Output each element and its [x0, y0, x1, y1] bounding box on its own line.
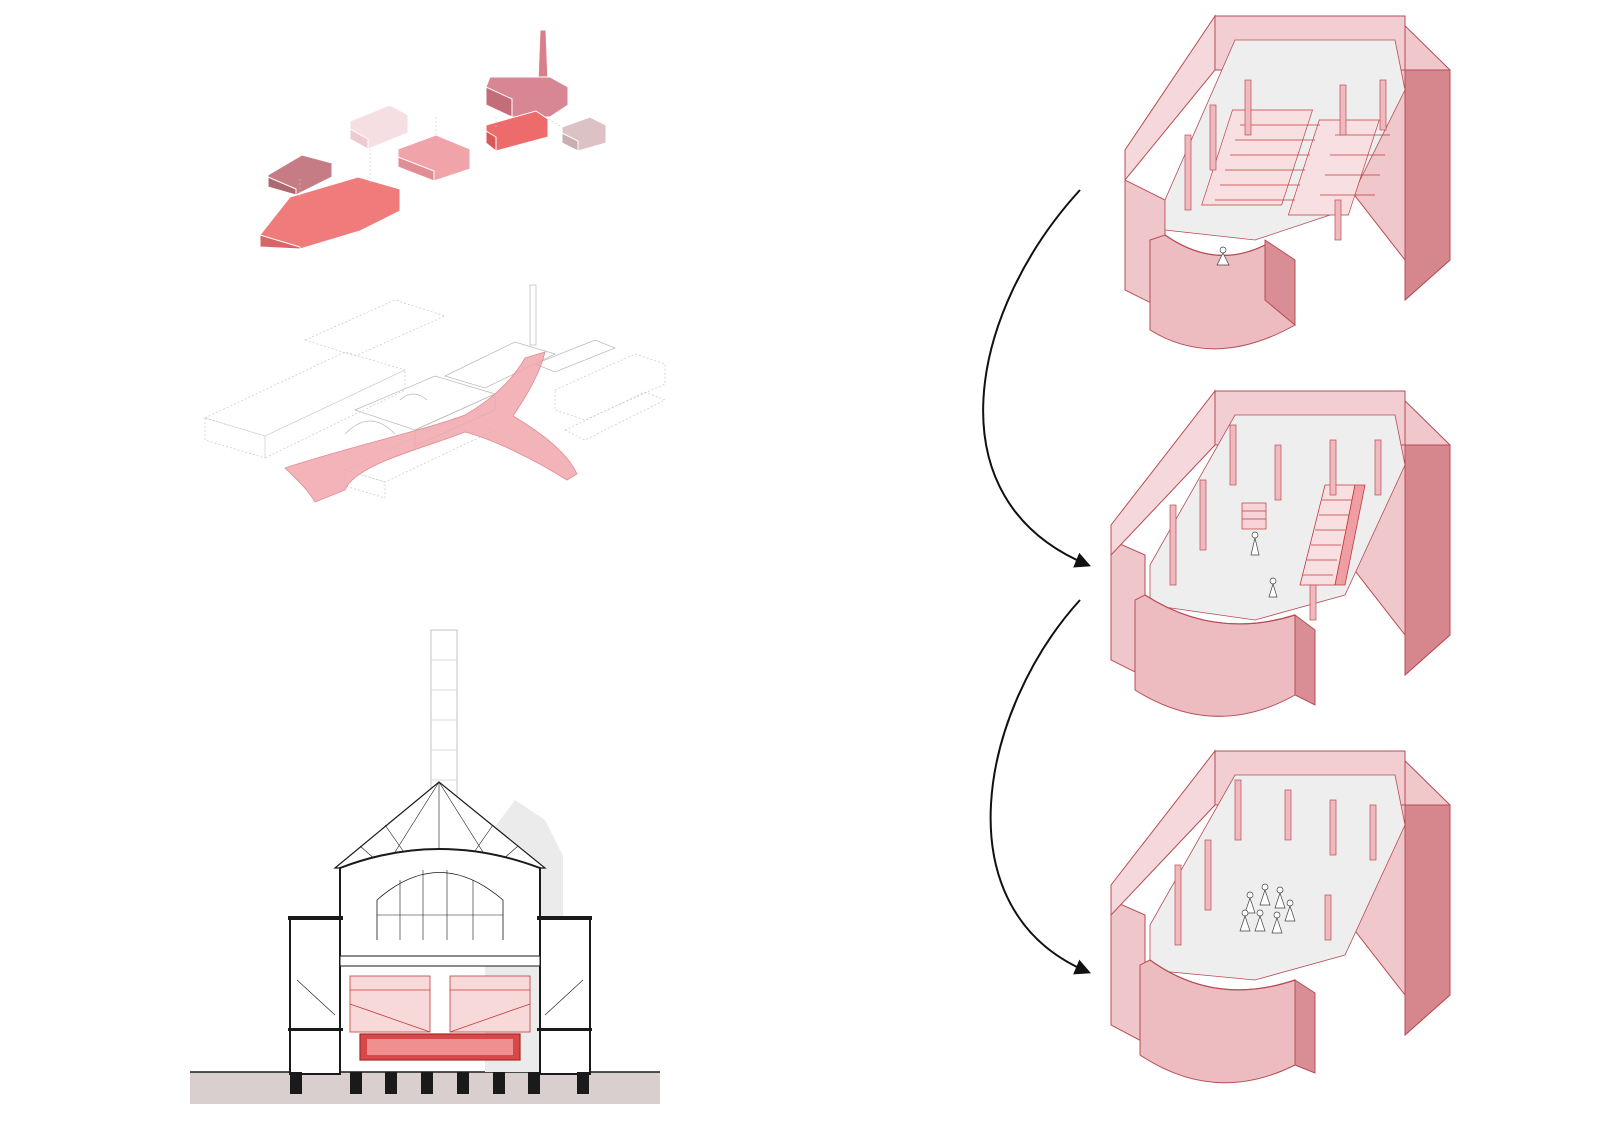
upper-hall	[339, 848, 541, 961]
volume-configuration-2	[1105, 385, 1465, 745]
right-aisle	[539, 917, 591, 1075]
arrow-2-to-3	[989, 599, 1091, 975]
performer-figure	[1216, 246, 1230, 266]
stacked-seat-block	[1241, 502, 1267, 530]
visitor-figures	[1250, 531, 1278, 598]
massing-axonometric	[250, 25, 610, 265]
site-axonometric	[195, 280, 675, 520]
volume-configuration-1	[1105, 10, 1465, 360]
volume-configuration-3	[1105, 745, 1465, 1105]
flow-arrows	[950, 170, 1110, 990]
auditorium-seating	[1201, 109, 1390, 216]
large-red-block	[259, 176, 401, 250]
grey-block	[561, 116, 607, 152]
chimney-block	[485, 29, 569, 118]
foundations	[290, 1072, 589, 1094]
gallery-band	[339, 955, 541, 967]
mauve-block	[267, 154, 333, 196]
red-block-right	[485, 110, 549, 153]
pale-building-block	[349, 104, 409, 150]
red-stairs	[349, 975, 531, 1033]
building-section	[185, 620, 665, 1110]
dancing-figures	[1239, 883, 1296, 934]
left-aisle	[289, 917, 341, 1075]
arrow-1-to-2	[982, 189, 1091, 568]
public-path	[284, 351, 578, 503]
stepped-platform	[1299, 484, 1366, 586]
mid-pink-block	[397, 134, 471, 182]
